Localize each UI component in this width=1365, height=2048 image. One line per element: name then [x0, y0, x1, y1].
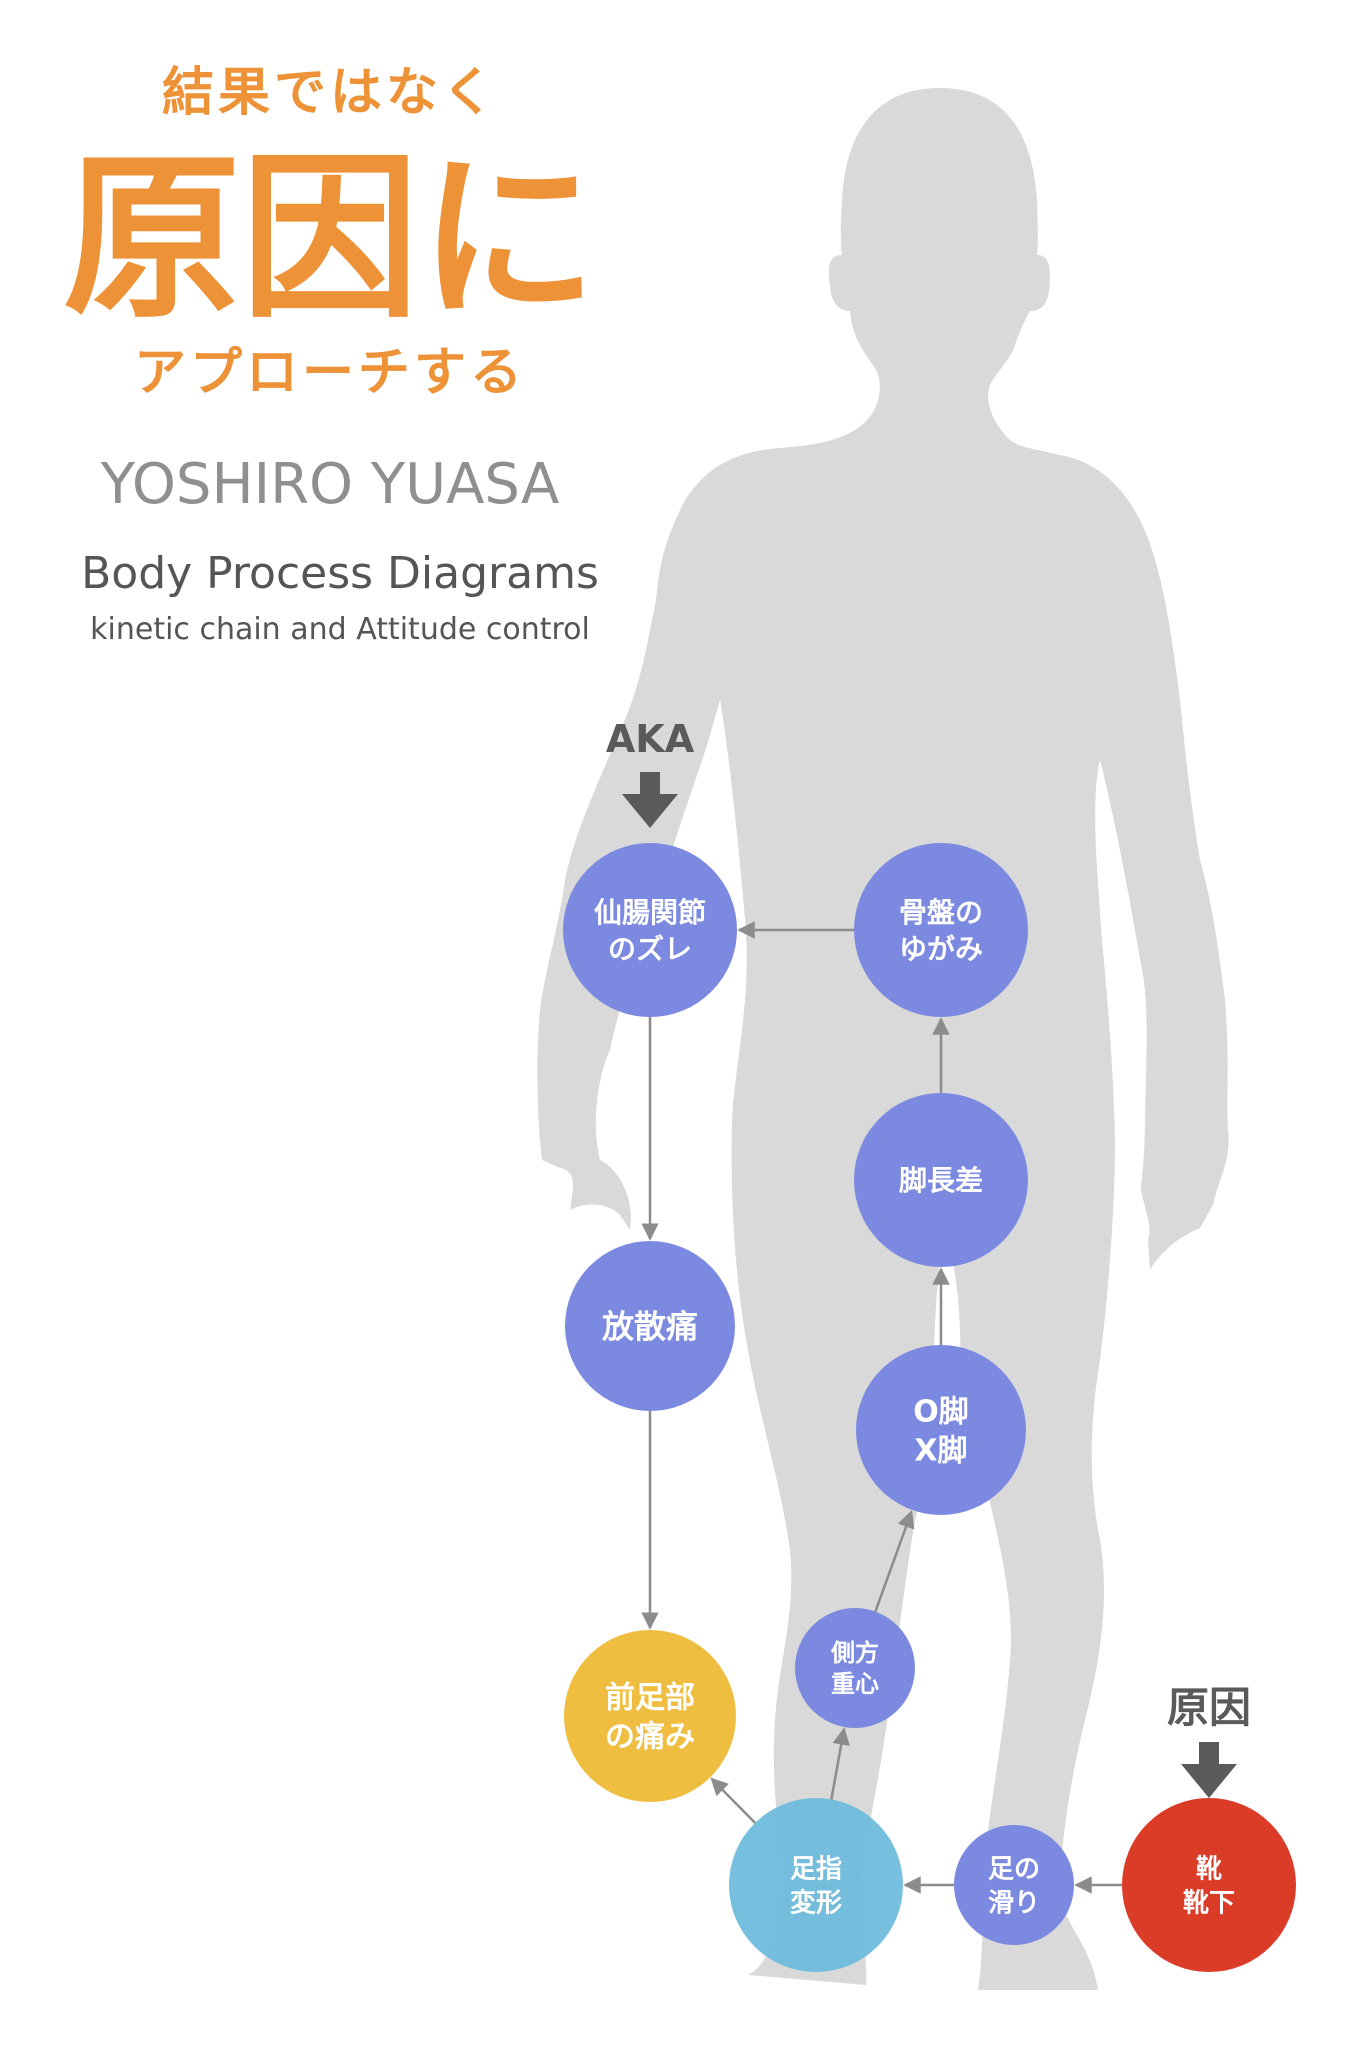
node-shoes: 靴靴下: [1122, 1798, 1296, 1972]
edges-group: [641, 921, 1122, 1894]
node-label: 脚長差: [899, 1164, 983, 1197]
node-ox_legs: O脚 X脚: [856, 1345, 1026, 1515]
node-circle: [563, 843, 737, 1017]
node-label: 前足部: [605, 1680, 695, 1715]
node-circle: [564, 1630, 736, 1802]
marker-cause: 原因: [1167, 1683, 1251, 1798]
node-label: ゆがみ: [899, 932, 983, 965]
edge-toe-to-forefoot: [710, 1777, 756, 1824]
node-leg_length: 脚長差: [854, 1093, 1028, 1267]
node-label: 滑り: [988, 1888, 1040, 1918]
node-circle: [856, 1345, 1026, 1515]
subtitle: Body Process Diagrams: [81, 548, 599, 599]
node-label: 放散痛: [602, 1308, 698, 1346]
markers-group: AKA 原因: [606, 717, 1251, 1798]
node-label: 仙腸関節: [594, 896, 706, 929]
edge-lateral-to-ox_legs: [874, 1510, 915, 1612]
node-label: 足の: [988, 1854, 1040, 1884]
node-label: 靴下: [1183, 1888, 1235, 1918]
marker-label: AKA: [606, 717, 695, 761]
marker-aka: AKA: [606, 717, 695, 828]
node-label: X脚: [914, 1433, 967, 1468]
node-label: 側方: [830, 1639, 879, 1667]
headline-main: 原因に: [63, 135, 597, 342]
node-circle: [729, 1798, 903, 1972]
node-label: のズレ: [608, 932, 692, 965]
node-circle: [565, 1241, 735, 1411]
nodes-group: 仙腸関節のズレ骨盤のゆがみ脚長差放散痛O脚X脚側方重心前足部の痛み足指変形足の滑…: [563, 843, 1296, 1972]
edge-toe-to-lateral: [830, 1727, 850, 1800]
node-label: の痛み: [605, 1719, 695, 1754]
down-arrow-icon: [622, 772, 678, 828]
node-label: 変形: [790, 1887, 842, 1918]
down-arrow-icon: [1181, 1742, 1237, 1798]
author-name: YOSHIRO YUASA: [100, 452, 560, 517]
node-circle: [954, 1825, 1074, 1945]
node-label: 足指: [790, 1854, 842, 1884]
node-circle: [854, 843, 1028, 1017]
tagline: kinetic chain and Attitude control: [90, 612, 590, 647]
marker-label: 原因: [1167, 1683, 1251, 1732]
headline-bottom: アプローチする: [133, 343, 526, 403]
node-circle: [1122, 1798, 1296, 1972]
body-silhouette-shape: [537, 88, 1229, 1990]
node-label: 骨盤の: [899, 896, 983, 929]
node-circle: [795, 1608, 915, 1728]
node-sciatica: 放散痛: [565, 1241, 735, 1411]
headline-top: 結果ではなく: [161, 63, 498, 123]
right-arm-gap: [1097, 760, 1147, 1230]
node-label: 重心: [831, 1670, 879, 1698]
node-label: 靴: [1196, 1854, 1222, 1884]
node-circle: [854, 1093, 1028, 1267]
node-label: O脚: [913, 1394, 969, 1429]
leg-gap: [905, 1240, 961, 1640]
